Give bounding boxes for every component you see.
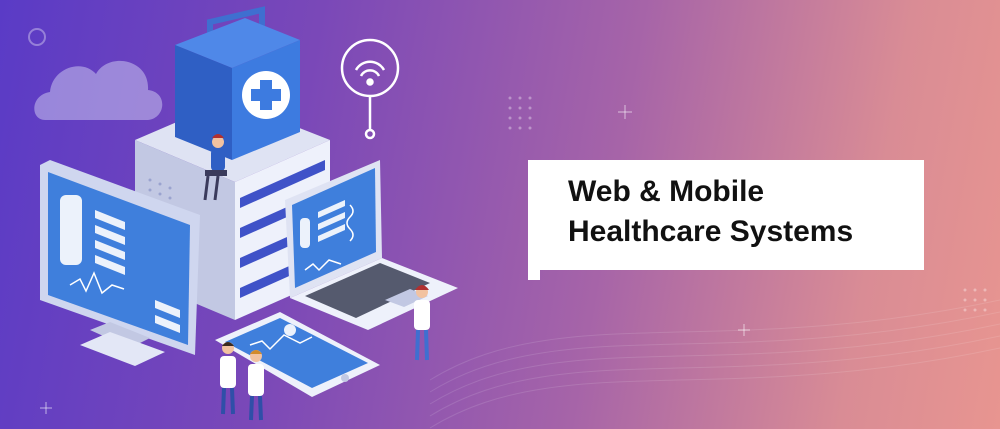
smartphone-icon	[215, 312, 380, 397]
laptop-icon	[285, 160, 458, 330]
doctor-figure-icon	[203, 134, 430, 421]
cloud-icon	[34, 60, 163, 120]
wifi-icon	[340, 38, 400, 140]
title-line-2: Healthcare Systems	[568, 215, 854, 248]
title-line-1: Web & Mobile	[568, 175, 765, 208]
first-aid-kit-icon	[175, 6, 300, 160]
healthcare-illustration	[34, 6, 458, 421]
desktop-monitor-icon	[40, 160, 200, 366]
title-card: Web & Mobile Healthcare Systems	[528, 160, 924, 270]
